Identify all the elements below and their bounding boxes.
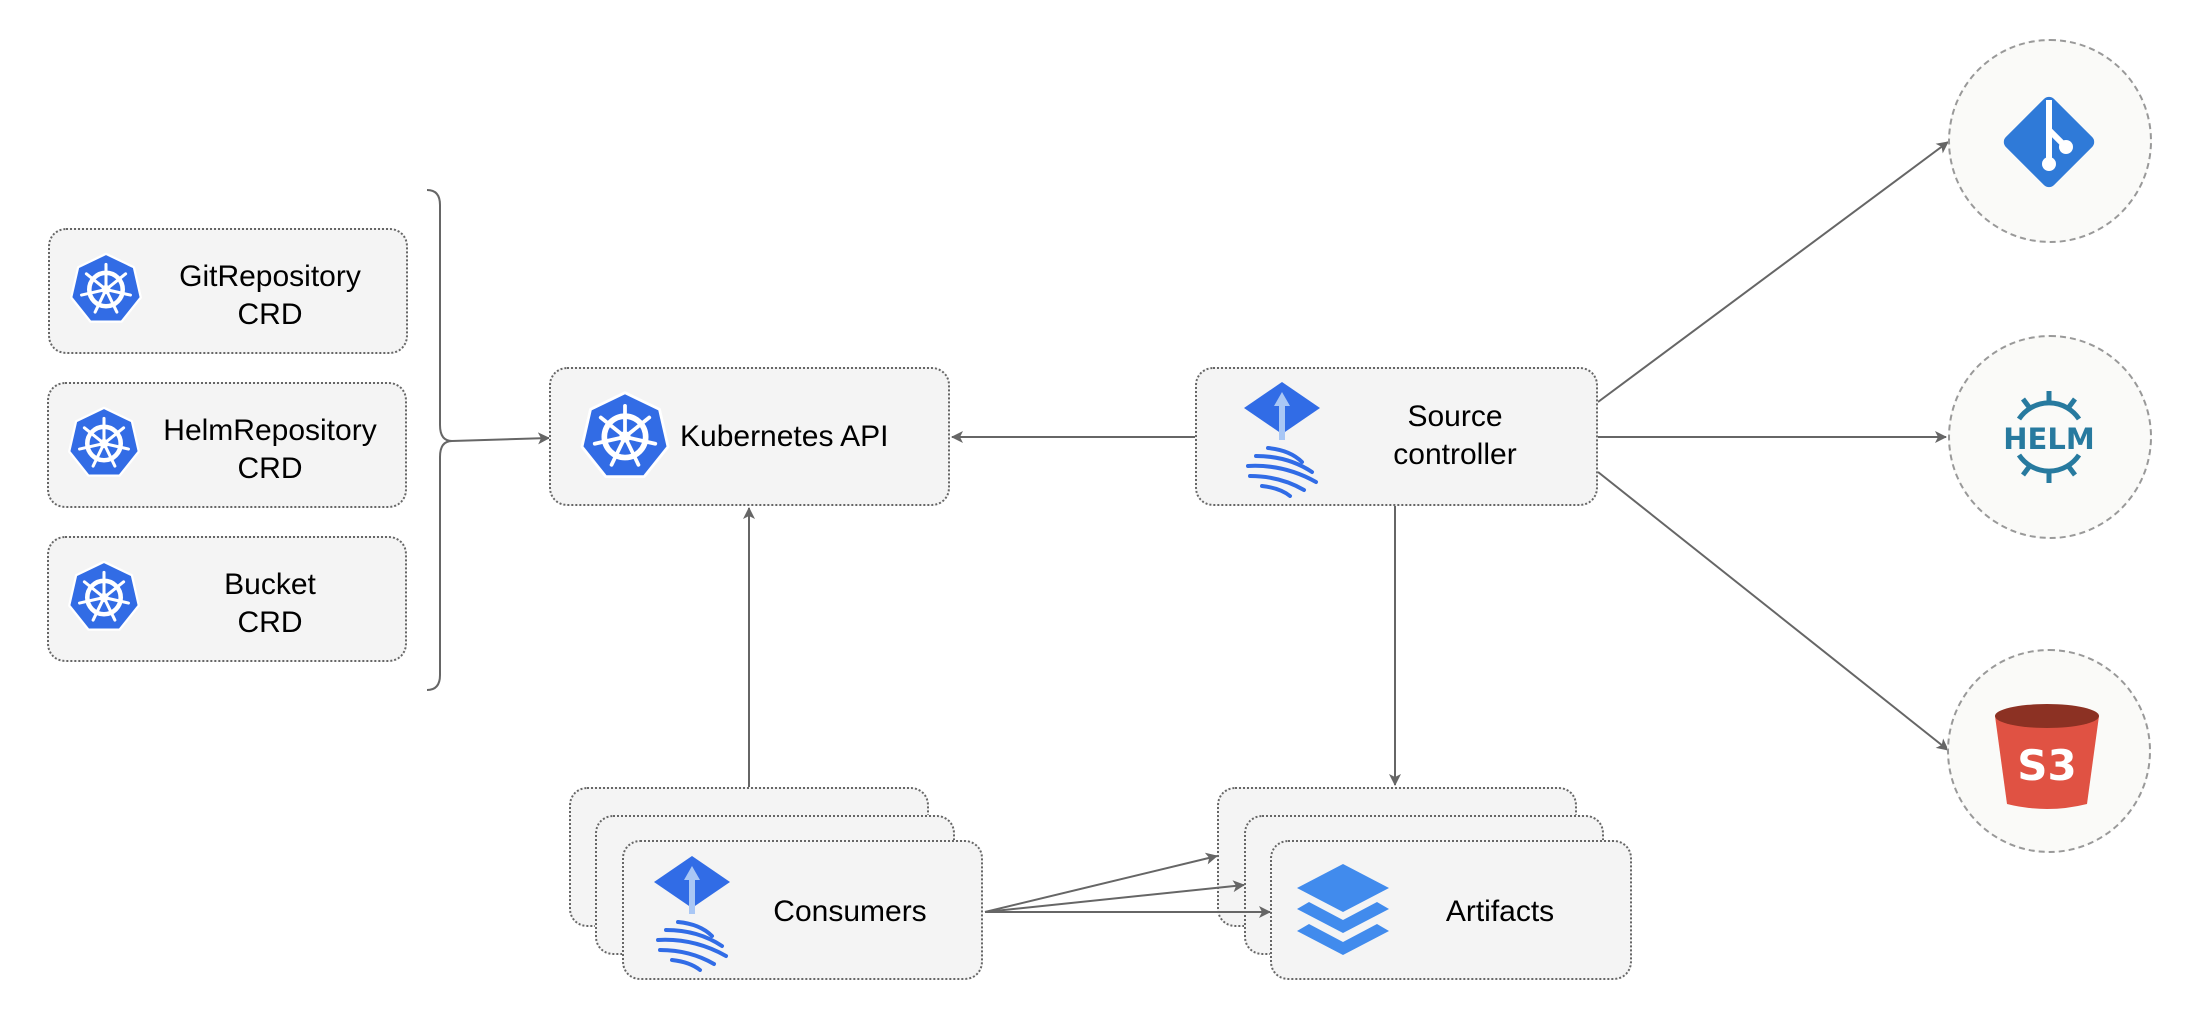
layers-icon	[1297, 864, 1389, 955]
consumers-label: Consumers	[773, 895, 927, 928]
helm-text: HELM	[2003, 422, 2094, 456]
s3-text: S3	[2017, 741, 2076, 790]
kubernetes-icon	[580, 391, 670, 479]
arrow-source-to-git	[1597, 141, 1949, 403]
source-controller-line1: Source	[1407, 400, 1503, 433]
crd-bucket-label: Bucket CRD	[150, 566, 390, 642]
flux-icon	[1244, 382, 1320, 498]
kubernetes-api-label: Kubernetes API	[680, 420, 889, 453]
source-controller-label: Source controller	[1340, 398, 1570, 474]
kubernetes-icon	[70, 252, 142, 323]
crd-helmrepository-label: HelmRepository CRD	[150, 412, 390, 488]
artifacts-label: Artifacts	[1445, 895, 1555, 928]
arrow-consumers-to-artifact-back	[984, 852, 1218, 913]
arrow-source-to-s3	[1597, 471, 1949, 751]
arrow-crds-to-api	[451, 432, 550, 445]
helm-source	[1948, 335, 2152, 539]
crd-name: GitRepository	[179, 260, 361, 293]
crd-kind: CRD	[237, 452, 303, 485]
kubernetes-icon	[68, 560, 140, 631]
crd-kind: CRD	[237, 606, 303, 639]
crd-gitrepository-label: GitRepository CRD	[150, 258, 390, 334]
kubernetes-icon	[68, 406, 140, 477]
crd-kind: CRD	[237, 298, 303, 331]
crd-name: Bucket	[224, 568, 316, 601]
source-controller-node	[1195, 367, 1598, 506]
helm-icon: HELM	[2003, 391, 2095, 483]
s3-bucket-icon: S3	[1995, 704, 2099, 809]
arrow-consumers-to-artifact-middle	[984, 880, 1245, 913]
crd-name: HelmRepository	[163, 414, 377, 447]
artifacts-node	[1270, 840, 1632, 980]
flux-icon	[654, 856, 730, 972]
source-controller-line2: controller	[1393, 438, 1517, 471]
git-icon	[2003, 96, 2095, 188]
